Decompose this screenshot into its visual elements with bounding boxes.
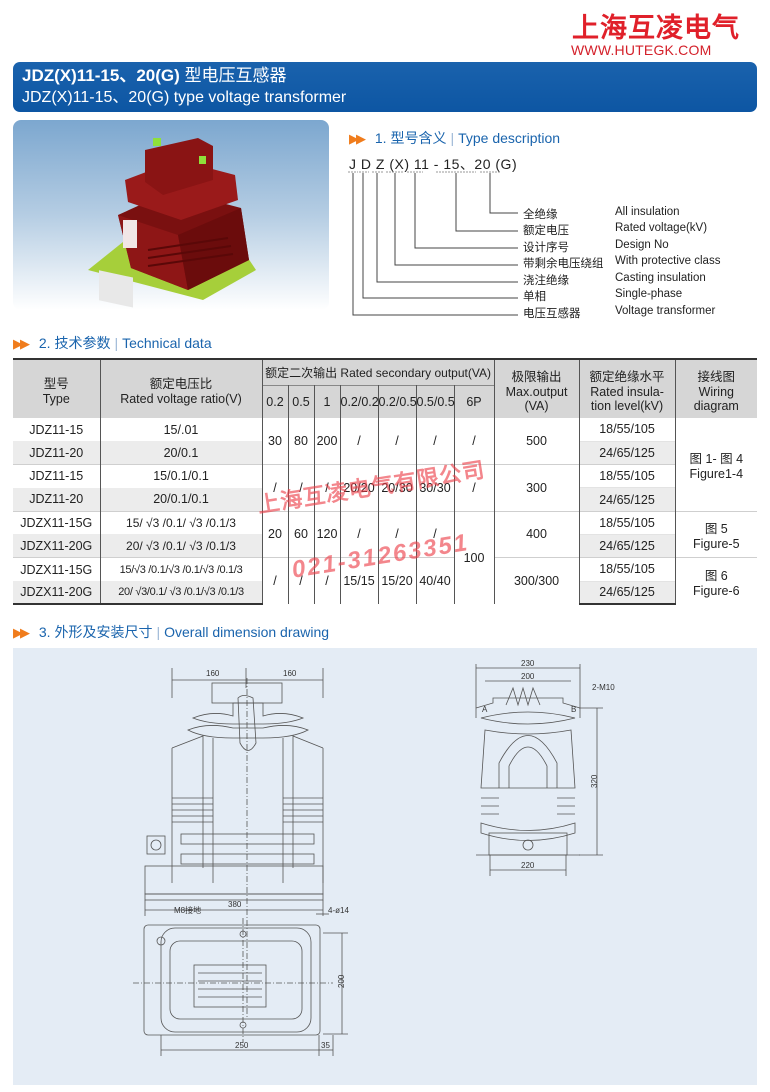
svg-text:2-M10: 2-M10 [592, 683, 615, 692]
header-secondary-output: 额定二次输出 Rated secondary output(VA) [261, 358, 495, 385]
product-photo [13, 120, 329, 310]
svg-text:200: 200 [521, 672, 535, 681]
product-model: JDZ(X)11-15、20(G) [22, 66, 180, 85]
section-dimension-drawing-heading: ▶▶ 3. 外形及安装尺寸|Overall dimension drawing [13, 624, 330, 640]
table-row: JDZ11-15 15/0.1/0.1 / / / 20/20 20/30 30… [13, 464, 757, 512]
front-view-drawing [144, 668, 324, 1018]
header-class-0.2: 0.2 [261, 384, 289, 418]
header-class-0.5-0.5: 0.5/0.5 [415, 384, 455, 418]
side-view-drawing [475, 664, 603, 876]
double-arrow-icon: ▶▶ [13, 336, 30, 351]
section-technical-data-heading: ▶▶ 2. 技术参数|Technical data [13, 335, 212, 351]
table-row: JDZX11-15G 15/ √3 /0.1/ √3 /0.1/3 20 60 … [13, 510, 758, 605]
header-class-6p: 6P [453, 384, 495, 418]
product-title-cn: JDZ(X)11-15、20(G) 型电压互感器 [22, 65, 757, 87]
header-class-0.2-0.5: 0.2/0.5 [377, 384, 417, 418]
header-class-1: 1 [313, 384, 341, 418]
transformer-image [88, 138, 256, 308]
svg-text:4-ø14: 4-ø14 [328, 906, 349, 915]
table-row: JDZ11-20 20/0.1/0.1 24/65/125 [13, 487, 757, 512]
svg-text:230: 230 [521, 659, 535, 668]
table-row: JDZ11-20 20/0.1 24/65/125 [13, 440, 757, 465]
dimension-drawings: 160 160 380 230 200 2-M10 A B 320 220 M8… [133, 659, 615, 1056]
table-row: JDZ11-15 15/.01 30 80 200 / / / / 500 18… [13, 418, 758, 512]
svg-text:160: 160 [283, 669, 297, 678]
double-arrow-icon: ▶▶ [349, 131, 366, 146]
svg-text:M8接地: M8接地 [174, 905, 201, 915]
svg-text:380: 380 [228, 900, 242, 909]
type-code-leader-lines [348, 171, 518, 316]
double-arrow-icon: ▶▶ [13, 625, 30, 640]
svg-text:160: 160 [206, 669, 220, 678]
table-row: JDZX11-20G 20/ √3/0.1/ √3 /0.1/√3 /0.1/3… [13, 580, 757, 606]
table-row: JDZX11-20G 20/ √3 /0.1/ √3 /0.1/3 24/65/… [13, 533, 757, 558]
header-class-0.2-0.2: 0.2/0.2 [339, 384, 379, 418]
product-title-en: JDZ(X)11-15、20(G) type voltage transform… [22, 89, 347, 106]
svg-text:200: 200 [337, 974, 346, 988]
brand-name: 上海互凌电气 [572, 13, 740, 44]
shared-6p-value: 100 [453, 510, 495, 605]
plan-view-drawing [133, 913, 348, 1056]
type-code: J D Z (X) 11 - 15、20 (G) [349, 156, 518, 172]
product-name-cn: 型电压互感器 [184, 66, 287, 85]
svg-text:35: 35 [321, 1041, 330, 1050]
svg-text:250: 250 [235, 1041, 249, 1050]
table-row: JDZX11-15G 15/√3 /0.1/√3 /0.1/√3 /0.1/3 … [13, 557, 758, 605]
dimension-drawing-panel: 160 160 380 230 200 2-M10 A B 320 220 M8… [13, 648, 757, 1085]
section-type-description-heading: ▶▶ 1. 型号含义|Type description [349, 130, 561, 146]
header-class-0.5: 0.5 [287, 384, 315, 418]
product-title-bar: JDZ(X)11-15、20(G) 型电压互感器 JDZ(X)11-15、20(… [13, 62, 757, 112]
svg-text:B: B [571, 705, 576, 714]
svg-text:220: 220 [521, 861, 535, 870]
svg-text:A: A [482, 705, 488, 714]
brand-url: WWW.HUTEGK.COM [571, 42, 712, 58]
svg-text:320: 320 [590, 774, 599, 788]
